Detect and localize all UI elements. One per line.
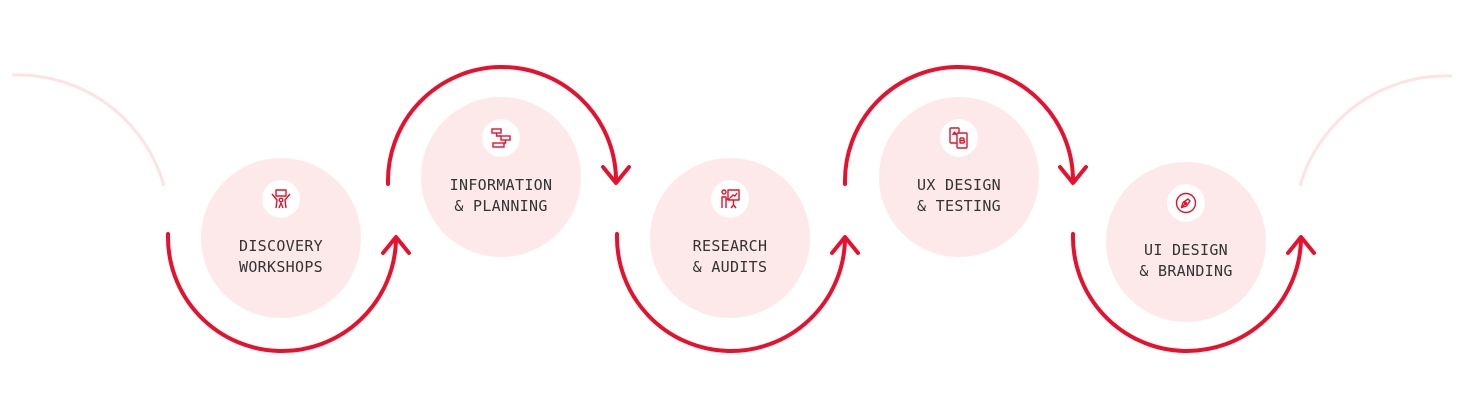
faint-arc-left <box>11 73 166 187</box>
step-label: RESEARCH & AUDITS <box>650 236 810 278</box>
workshop-icon <box>262 180 300 218</box>
step-label-line-1: UX DESIGN <box>917 176 1001 194</box>
step-label-line-1: INFORMATION <box>449 176 553 194</box>
presentation-chart-icon <box>711 180 749 218</box>
step-label: DISCOVERY WORKSHOPS <box>201 236 361 278</box>
pen-nib-icon <box>1167 184 1205 222</box>
arrowhead-3 <box>830 235 860 255</box>
planning-flow-icon <box>482 119 520 157</box>
arrowhead-5 <box>1286 235 1316 255</box>
arc-5 <box>1070 232 1303 354</box>
step-label-line-2: & BRANDING <box>1139 262 1233 280</box>
step-label: UX DESIGN & TESTING <box>879 175 1039 217</box>
arrowhead-1 <box>381 235 411 255</box>
step-label: INFORMATION & PLANNING <box>421 175 581 217</box>
step-label-line-1: UI DESIGN <box>1144 241 1228 259</box>
mobile-devices-icon <box>940 119 978 157</box>
arrowhead-4 <box>1058 165 1088 185</box>
step-ux-design-testing: UX DESIGN & TESTING <box>879 97 1039 257</box>
arc-4 <box>842 64 1075 186</box>
step-ui-design-branding: UI DESIGN & BRANDING <box>1106 162 1266 322</box>
arc-3 <box>614 232 847 354</box>
step-label-line-1: RESEARCH <box>692 237 768 255</box>
arc-1 <box>165 232 398 354</box>
step-information-planning: INFORMATION & PLANNING <box>421 97 581 257</box>
step-discovery-workshops: DISCOVERY WORKSHOPS <box>201 158 361 318</box>
arrowhead-2 <box>601 165 631 185</box>
arc-2 <box>385 64 618 186</box>
step-label-line-2: WORKSHOPS <box>239 258 323 276</box>
faint-arc-right <box>1298 74 1453 187</box>
step-research-audits: RESEARCH & AUDITS <box>650 158 810 318</box>
step-label: UI DESIGN & BRANDING <box>1106 240 1266 282</box>
step-label-line-1: DISCOVERY <box>239 237 323 255</box>
step-label-line-2: & PLANNING <box>454 197 548 215</box>
step-label-line-2: & TESTING <box>917 197 1001 215</box>
step-label-line-2: & AUDITS <box>692 258 768 276</box>
